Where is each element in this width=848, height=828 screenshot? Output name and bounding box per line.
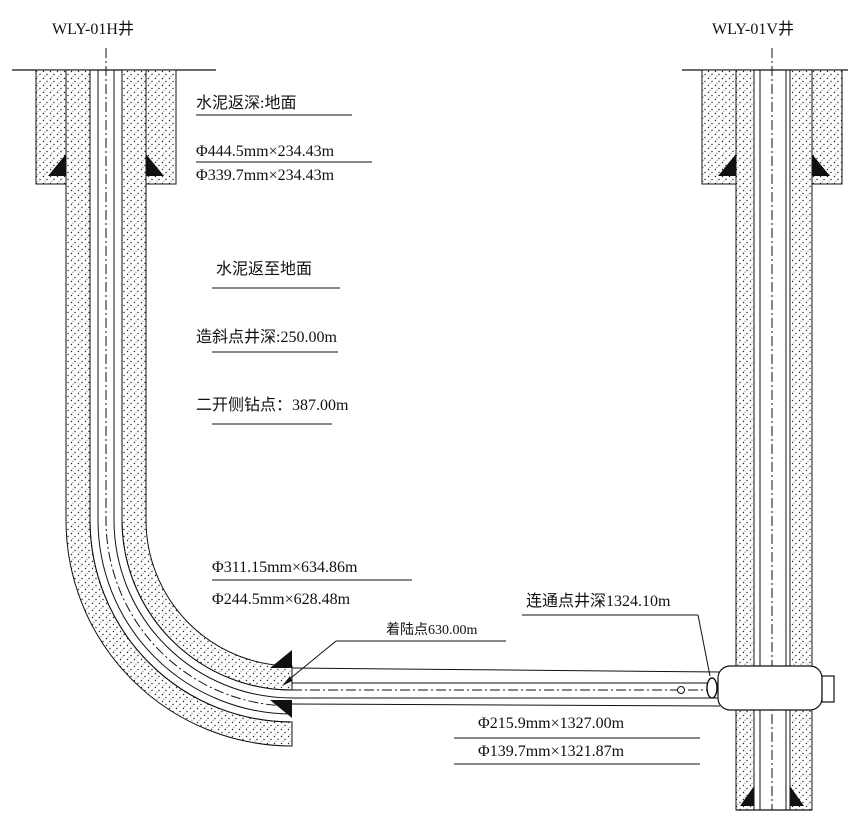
casing-shoe-icon xyxy=(790,786,804,806)
surface-hole-label: Φ444.5mm×234.43m xyxy=(196,143,335,160)
vertical-well xyxy=(682,48,848,811)
landing-leader-diagonal xyxy=(285,640,337,683)
casing-shoe-icon xyxy=(48,154,66,176)
landing-point-label: 着陆点630.00m xyxy=(386,622,477,638)
sidetrack-point-label: 二开侧钻点：387.00m xyxy=(196,396,349,414)
connection-cavity xyxy=(717,665,823,711)
horizontal-well-name: WLY-01H井 xyxy=(52,20,134,38)
production-hole-label: Φ215.9mm×1327.00m xyxy=(478,715,625,732)
connection-leader xyxy=(697,614,711,677)
casing-outer-wall xyxy=(89,70,293,723)
casing-shoe-icon xyxy=(270,700,292,718)
casing-inner-wall xyxy=(121,70,293,691)
casing-shoe-icon xyxy=(740,786,754,806)
production-casing-right-wall xyxy=(113,70,293,699)
casing-shoe-icon xyxy=(718,154,736,176)
intermediate-hole-label: Φ311.15mm×634.86m xyxy=(212,559,358,576)
well-centerline-left xyxy=(105,48,293,707)
lateral-top-wall xyxy=(291,667,721,673)
vertical-well-name: WLY-01V井 xyxy=(712,20,794,38)
surface-casing-label: Φ339.7mm×234.43m xyxy=(196,167,335,184)
cement-return-depth-label: 水泥返深:地面 xyxy=(196,94,296,112)
intermediate-casing-label: Φ244.5mm×628.48m xyxy=(212,591,351,608)
casing-shoe-icon xyxy=(812,154,830,176)
leader-arrow-icon xyxy=(282,676,292,686)
lateral-bottom-wall xyxy=(291,703,721,707)
connection-marker-icon xyxy=(677,686,685,694)
casing-shoe-icon xyxy=(146,154,164,176)
connection-ellipse-icon xyxy=(706,677,718,699)
production-casing-label: Φ139.7mm×1321.87m xyxy=(478,743,625,760)
connection-point-label: 连通点井深1324.10m xyxy=(526,592,671,610)
cavity-cap xyxy=(821,675,835,703)
casing-shoe-icon xyxy=(270,650,292,668)
production-casing-left-wall xyxy=(97,70,293,715)
cement-to-surface-label: 水泥返至地面 xyxy=(216,260,312,278)
kickoff-point-label: 造斜点井深:250.00m xyxy=(196,328,337,346)
horizontal-well xyxy=(12,48,721,747)
